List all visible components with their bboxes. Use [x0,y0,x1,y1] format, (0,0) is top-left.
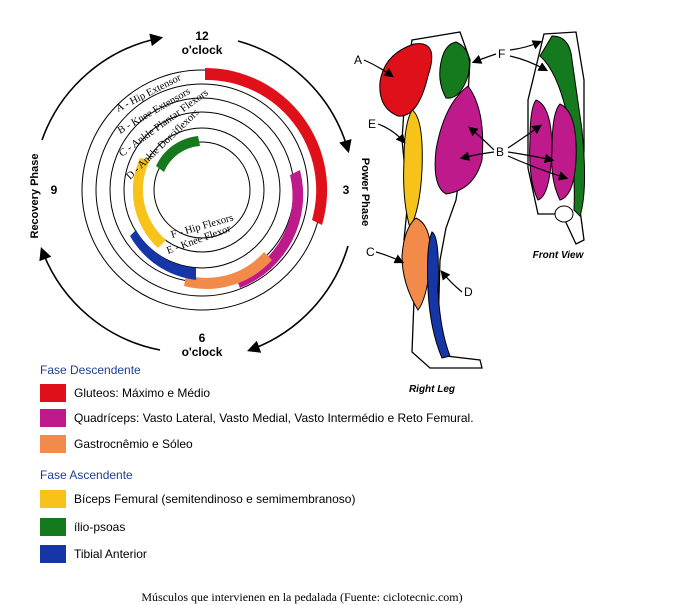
swatch-red [40,384,66,402]
legend-ascending-title: Fase Ascendente [40,468,133,482]
swatch-yellow [40,490,66,508]
recovery-phase-label: Recovery Phase [29,154,41,239]
legend-descending-title: Fase Descendente [40,363,141,377]
gluteus-muscle [379,43,433,117]
legend-item-gastrocnemio: Gastrocnêmio e Sóleo [40,435,193,453]
leg-label-a: A [354,53,362,67]
swatch-magenta [40,409,66,427]
legend-item-tibial: Tibial Anterior [40,545,147,563]
front-view-label: Front View [533,250,585,261]
side-leg-illustration [379,31,484,369]
leg-label-d: D [464,285,473,299]
leg-label-e: E [368,117,376,131]
clock-right-hour: 3 [343,183,350,197]
band-ankle-plantar [184,252,272,289]
leg-label-b: B [496,145,504,159]
clock-bottom-sub: o'clock [182,345,223,359]
clock-left-hour: 9 [51,183,58,197]
swatch-orange [40,435,66,453]
tibialis-muscle [427,231,451,359]
clock-ring [39,33,352,353]
legend-item-gluteos: Gluteos: Máximo e Médio [40,384,210,402]
swatch-green [40,518,66,536]
right-leg-label: Right Leg [409,384,455,395]
band-hip-flexors [132,158,166,248]
clock-arc-top-left [41,33,164,141]
clock-top-hour: 12 [195,29,209,43]
leg-label-f: F [498,47,505,61]
legend-text: Quadríceps: Vasto Lateral, Vasto Medial,… [74,411,474,425]
swatch-blue [40,545,66,563]
pointer-lines [363,40,569,293]
iliopsoas-muscle [439,41,470,99]
clock-arc-bottom-right [246,245,349,353]
muscle-bands [130,67,328,289]
clock-arc-bottom-left [39,247,161,351]
quadriceps-muscle [434,85,484,195]
band-knee-flexor [130,230,196,280]
front-iliopsoas [539,35,586,217]
legend-text: ílio-psoas [74,520,126,534]
legend-item-biceps: Bíceps Femural (semitendinoso e semimemb… [40,490,355,508]
legend-text: Gastrocnêmio e Sóleo [74,437,193,451]
band-ankle-dorsiflexors [156,136,200,172]
band-hip-extensor [205,67,328,225]
front-leg-illustration [527,31,586,245]
front-knee [554,205,574,223]
leg-label-c: C [366,245,375,259]
clock-top-sub: o'clock [182,43,223,57]
legend-text: Tibial Anterior [74,547,147,561]
clock-arc-top-right [237,40,352,154]
legend-text: Gluteos: Máximo e Médio [74,386,211,400]
clock-bottom-hour: 6 [199,331,206,345]
legend-item-quadriceps: Quadríceps: Vasto Lateral, Vasto Medial,… [40,409,474,427]
power-phase-label: Power Phase [359,158,371,226]
figure-caption: Músculos que intervienen en la pedalada … [141,590,463,604]
legend-item-iliopsoas: ílio-psoas [40,518,125,536]
legend-text: Bíceps Femural (semitendinoso e semimemb… [74,492,356,506]
